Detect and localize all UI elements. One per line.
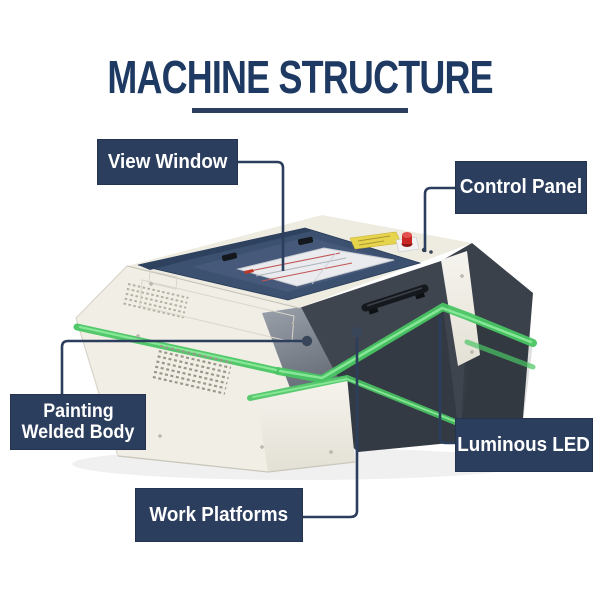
lid-hinge (221, 252, 238, 262)
leader-painting-welded-body (60, 339, 303, 394)
panel-button (429, 250, 433, 254)
led-strip-front-highlight (278, 306, 533, 380)
warning-label-text-lines (357, 235, 391, 246)
led-strip-base-highlight (252, 378, 468, 427)
lid-hinge (297, 236, 314, 246)
side-panel-seam-small (148, 270, 178, 290)
pointer-dot-body (301, 335, 313, 347)
leader-luminous-led (438, 317, 455, 445)
door-handle (361, 284, 429, 315)
lid-back-shade (138, 228, 312, 270)
vent-grille-upper (123, 283, 189, 319)
leader-control-panel (423, 186, 455, 252)
label-control-panel-text: Control Panel (459, 176, 583, 199)
label-painting-line1: Painting (42, 400, 114, 422)
pointer-dot-door (351, 326, 363, 338)
label-view-window: View Window (97, 139, 238, 185)
label-painting-welded-body: Painting Welded Body (10, 394, 146, 450)
label-work-platforms: Work Platforms (135, 488, 303, 542)
leader-work-platforms (303, 336, 359, 519)
label-work-platforms-text: Work Platforms (149, 503, 289, 526)
led-strip-left-highlight (78, 325, 278, 372)
top-front-edge (126, 265, 300, 309)
base-corner-pillar (256, 376, 355, 472)
screws (136, 274, 474, 454)
label-luminous-led-text: Luminous LED (457, 433, 591, 456)
page-title-text: MACHINE STRUCTURE (107, 51, 493, 103)
emergency-stop-button (401, 232, 413, 247)
vent-grille-lower (152, 344, 233, 395)
led-strip-right (464, 339, 536, 370)
upper-corner-pillar (441, 251, 480, 366)
label-view-window-text: View Window (107, 150, 228, 173)
label-painting-line2: Welded Body (21, 422, 135, 443)
window-content-lines (244, 252, 353, 285)
label-control-panel: Control Panel (455, 161, 587, 214)
page-title: MACHINE STRUCTURE (0, 50, 600, 104)
view-window-glass (236, 247, 395, 287)
title-underline (192, 108, 408, 113)
leader-view-window (238, 160, 285, 271)
label-luminous-led: Luminous LED (455, 418, 593, 472)
base-bottom-edge (117, 455, 356, 473)
